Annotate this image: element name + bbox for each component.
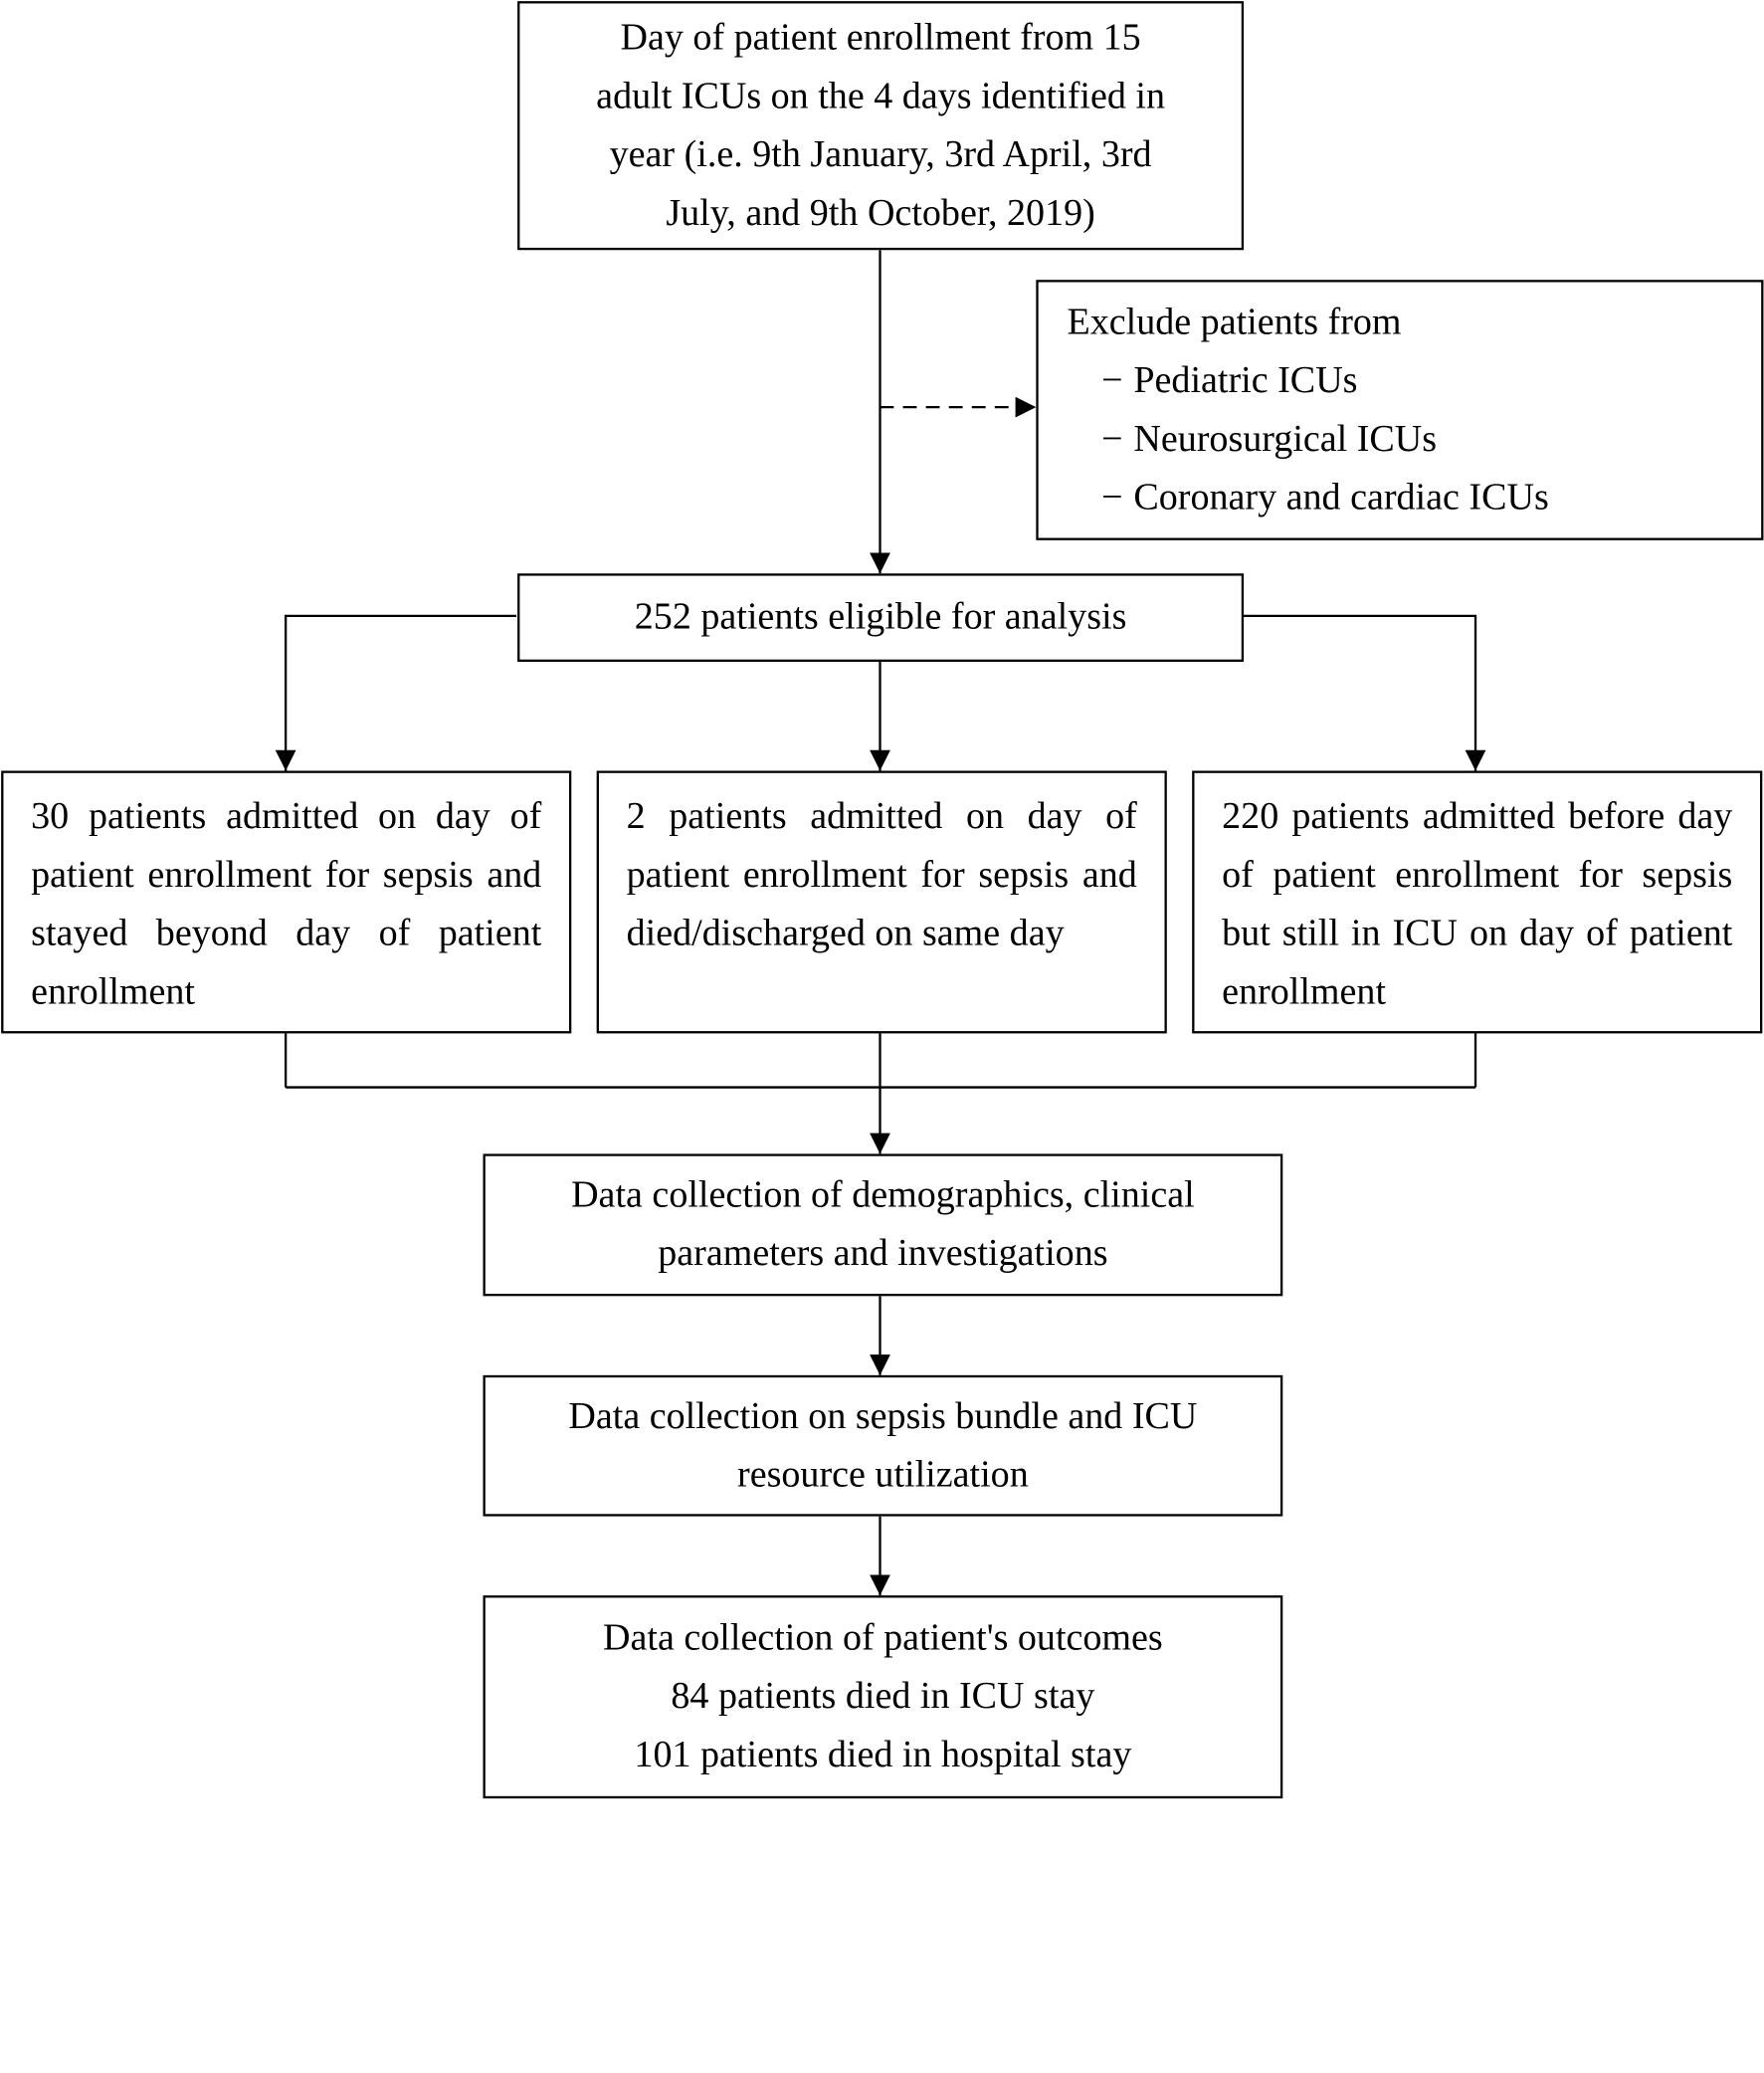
outcomes-line: Data collection of patient's outcomes: [603, 1617, 1163, 1659]
group-a-text: 30 patients admitted on day of patient e…: [31, 795, 542, 1013]
eligible-box: 252 patients eligible for analysis: [517, 573, 1245, 662]
group-c-box: 220 patients admitted before day of pati…: [1192, 770, 1763, 1034]
edge-eligible-to-group-c: [1242, 614, 1486, 771]
demographics-box: Data collection of demographics, clinica…: [483, 1153, 1283, 1297]
exclude-item-label: Neurosurgical ICUs: [1133, 418, 1438, 461]
eligible-text: 252 patients eligible for analysis: [634, 596, 1127, 638]
bundle-line: resource utilization: [737, 1453, 1029, 1496]
exclude-item: −Pediatric ICUs: [1067, 352, 1732, 411]
exclude-heading: Exclude patients from: [1067, 302, 1402, 343]
enrollment-line: July, and 9th October, 2019): [666, 192, 1095, 234]
exclude-item: −Coronary and cardiac ICUs: [1067, 469, 1732, 527]
dash-bullet: −: [1101, 477, 1123, 518]
demographics-line: parameters and investigations: [658, 1232, 1108, 1275]
edge-eligible-to-group-a: [275, 614, 516, 771]
exclude-box: Exclude patients from −Pediatric ICUs −N…: [1036, 280, 1764, 540]
enrollment-box: Day of patient enrollment from 15 adult …: [517, 1, 1245, 251]
group-c-text: 220 patients admitted before day of pati…: [1222, 795, 1733, 1013]
bundle-box: Data collection on sepsis bundle and ICU…: [483, 1374, 1283, 1517]
connectors: [275, 250, 1486, 1596]
dash-bullet: −: [1101, 418, 1123, 461]
dash-bullet: −: [1101, 359, 1123, 402]
enrollment-line: year (i.e. 9th January, 3rd April, 3rd: [609, 133, 1152, 175]
group-a-box: 30 patients admitted on day of patient e…: [1, 770, 572, 1034]
outcomes-line: 84 patients died in ICU stay: [671, 1675, 1095, 1718]
demographics-line: Data collection of demographics, clinica…: [571, 1174, 1195, 1216]
group-b-box: 2 patients admitted on day of patient en…: [596, 770, 1167, 1034]
outcomes-line: 101 patients died in hospital stay: [634, 1734, 1132, 1776]
bundle-line: Data collection on sepsis bundle and ICU: [568, 1395, 1198, 1437]
outcomes-box: Data collection of patient's outcomes 84…: [483, 1595, 1283, 1799]
group-b-text: 2 patients admitted on day of patient en…: [626, 795, 1137, 954]
exclude-item-label: Pediatric ICUs: [1133, 359, 1358, 402]
enrollment-line: Day of patient enrollment from 15: [620, 16, 1141, 59]
enrollment-line: adult ICUs on the 4 days identified in: [596, 75, 1165, 116]
exclude-item-label: Coronary and cardiac ICUs: [1133, 477, 1549, 518]
exclude-item: −Neurosurgical ICUs: [1067, 411, 1732, 470]
